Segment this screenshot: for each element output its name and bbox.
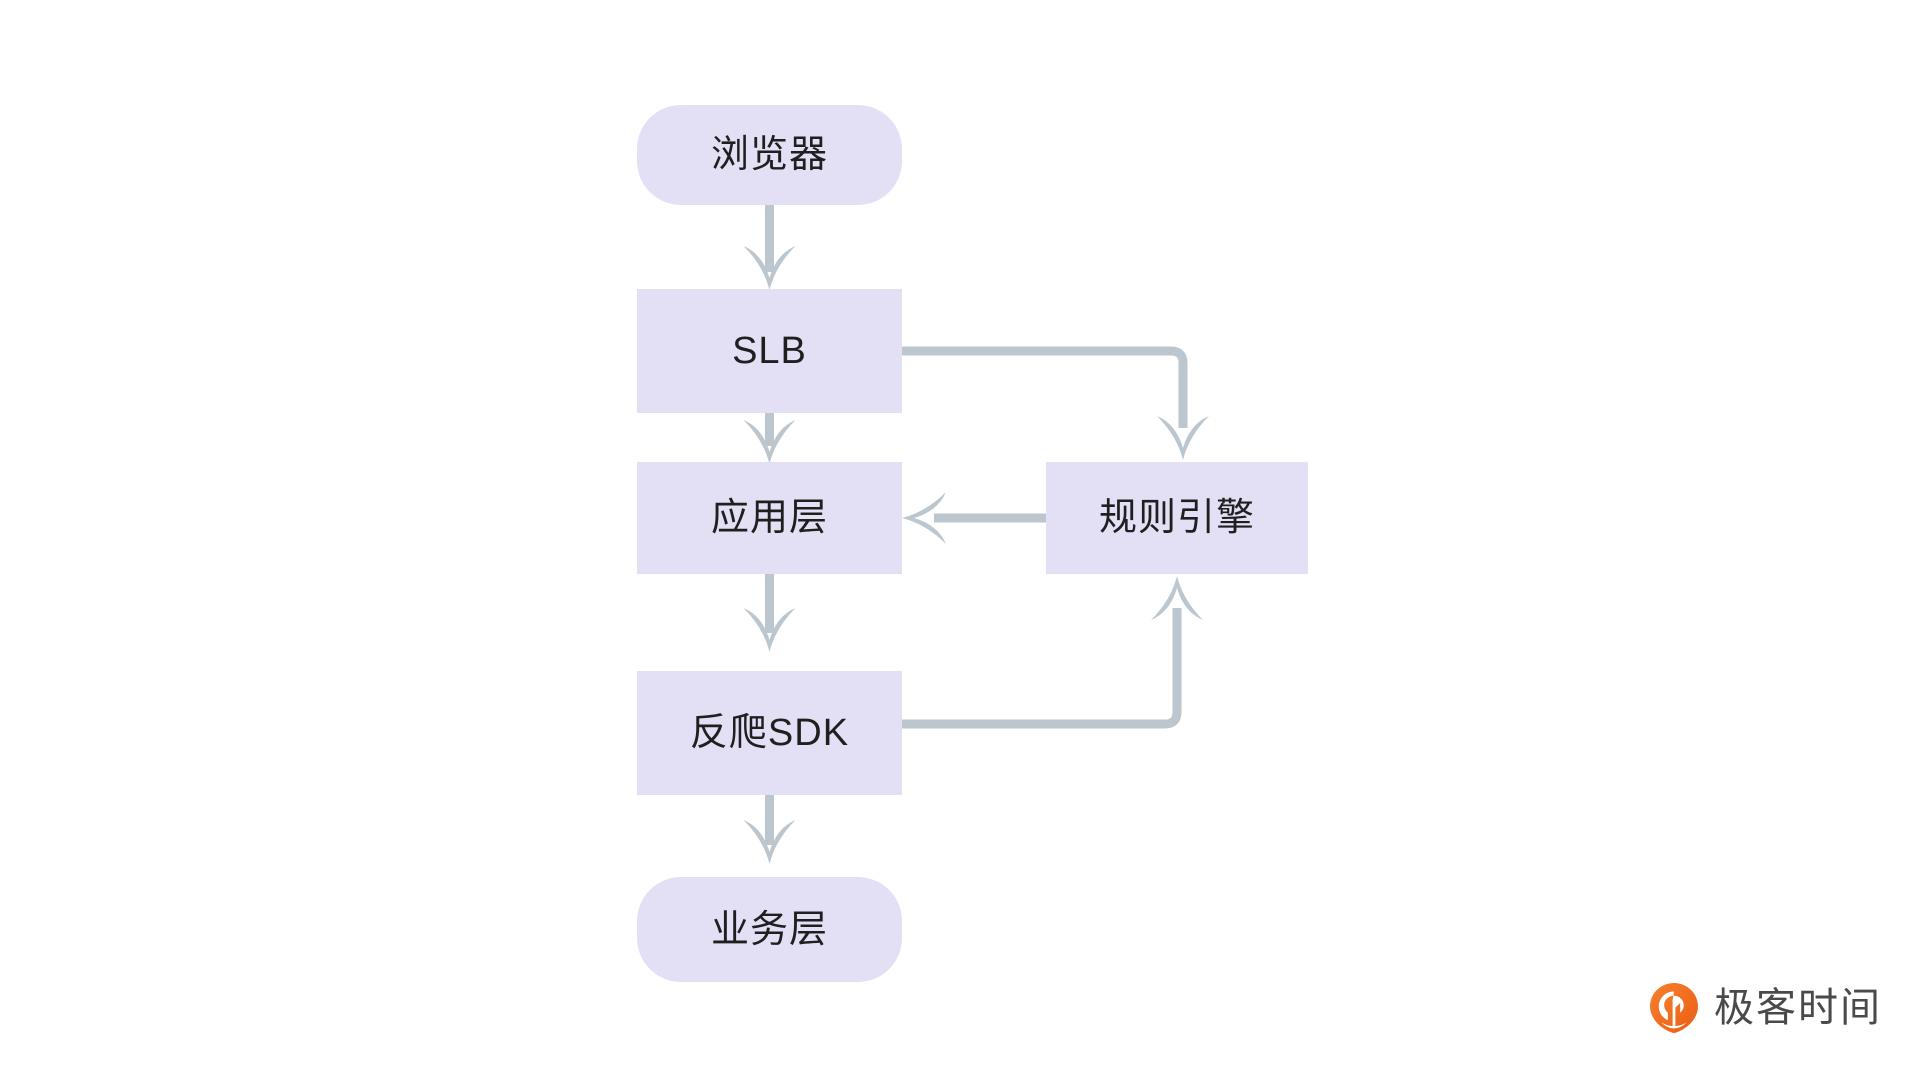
node-business-layer[interactable]: 业务层 [637, 877, 902, 982]
brand-name: 极客时间 [1714, 986, 1882, 1030]
node-browser-label: 浏览器 [710, 134, 828, 176]
node-anti-crawler-sdk[interactable]: 反爬SDK [637, 671, 902, 795]
node-rule-engine[interactable]: 规则引擎 [1046, 462, 1308, 574]
edge-slb-to-rule-engine [902, 346, 1209, 460]
edge-app-layer-to-anti-sdk [743, 574, 796, 652]
edge-anti-sdk-to-rule-engine [902, 576, 1203, 729]
node-app-layer-label: 应用层 [710, 497, 828, 539]
edge-browser-to-slb [743, 205, 796, 290]
node-app-layer[interactable]: 应用层 [637, 462, 902, 574]
node-business-layer-label: 业务层 [710, 908, 828, 951]
node-slb-label: SLB [732, 330, 807, 372]
edge-anti-sdk-to-biz-layer [743, 795, 796, 864]
node-rule-engine-label: 规则引擎 [1098, 497, 1255, 539]
edge-rule-engine-to-app-layer [902, 492, 1046, 544]
node-slb[interactable]: SLB [637, 289, 902, 413]
geektime-pin-icon [1648, 982, 1700, 1034]
edge-slb-to-app-layer [743, 413, 796, 464]
node-anti-crawler-sdk-label: 反爬SDK [689, 712, 850, 754]
brand-watermark: 极客时间 [1648, 982, 1882, 1034]
node-browser[interactable]: 浏览器 [637, 105, 902, 205]
